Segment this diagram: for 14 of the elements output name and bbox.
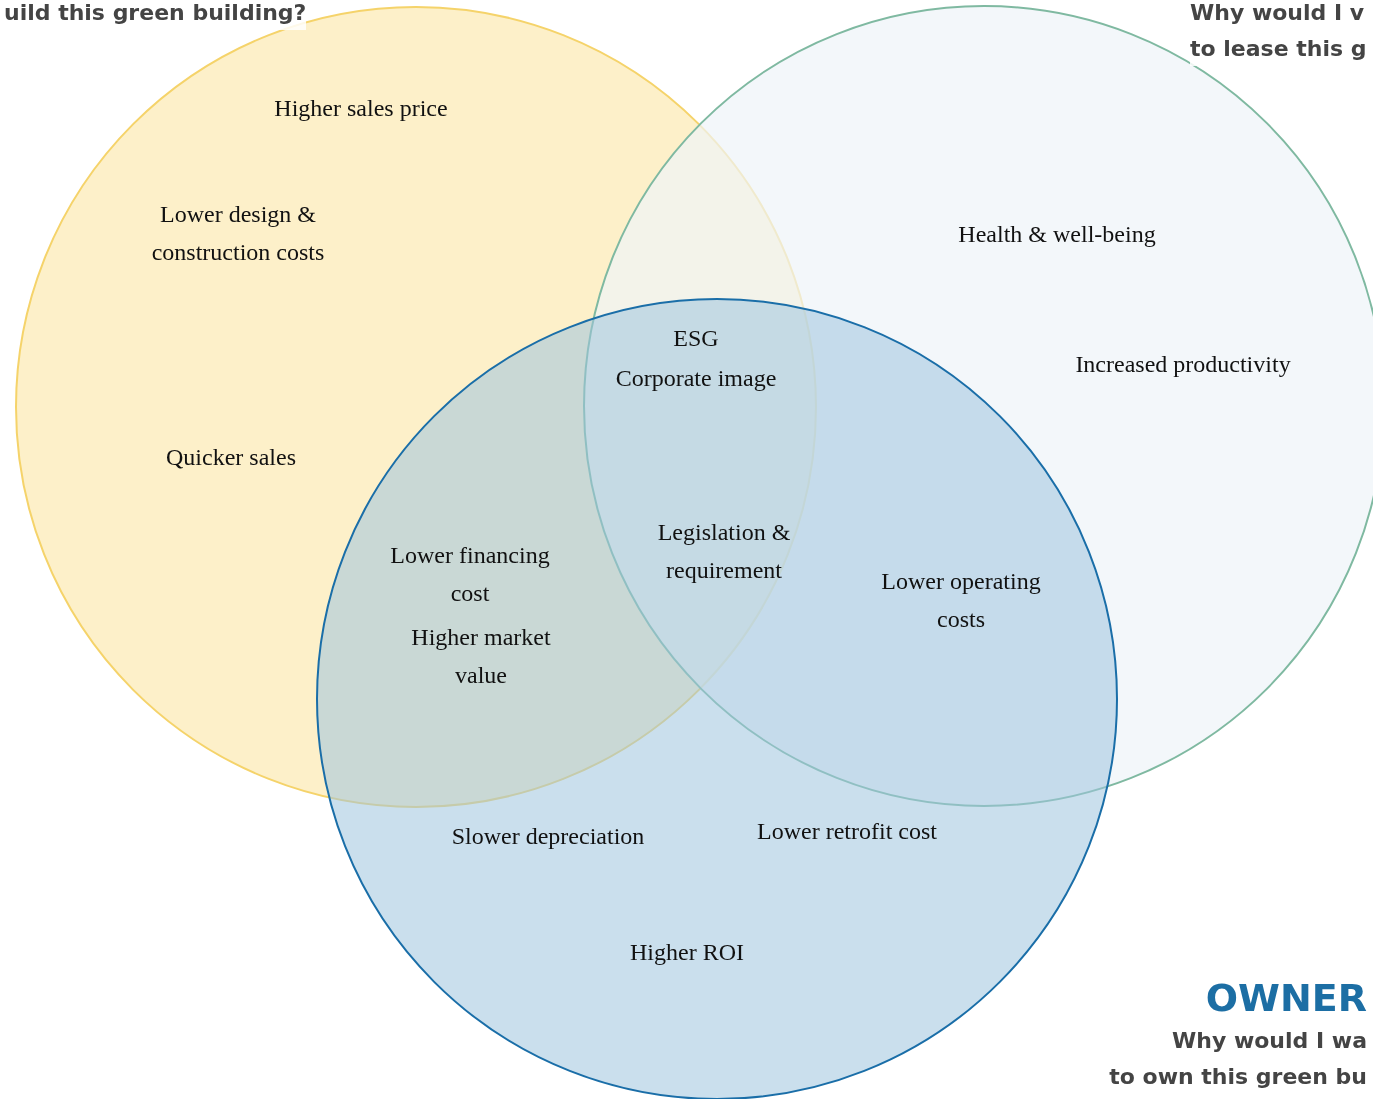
benefit-text: Higher sales price	[274, 94, 448, 123]
benefit-text: Health & well-being	[958, 220, 1156, 249]
benefit-text: Higher market value	[410, 623, 552, 690]
benefit-text: ESG	[673, 324, 719, 353]
benefit-text: Lower design & construction costs	[150, 200, 326, 267]
benefit-text: Slower depreciation	[451, 822, 645, 851]
benefit-text: Corporate image	[615, 364, 777, 393]
benefit-text: Higher ROI	[630, 938, 744, 967]
benefit-text: Increased productivity	[1075, 350, 1291, 379]
benefit-text: Lower operating costs	[880, 567, 1042, 634]
benefit-text: Lower financing cost	[389, 541, 551, 608]
benefit-text: Quicker sales	[166, 443, 296, 472]
benefit-text: Lower retrofit cost	[757, 817, 937, 846]
benefit-text: Legislation & requirement	[656, 518, 792, 585]
